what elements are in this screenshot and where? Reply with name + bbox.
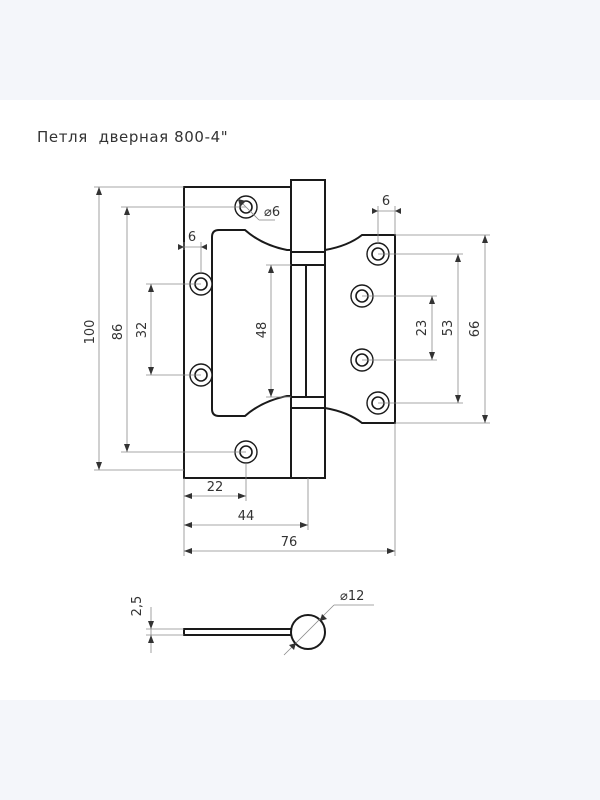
dim-spacing-right-inner: 23 <box>415 320 430 337</box>
dim-cutout-height: 48 <box>255 322 270 339</box>
dim-knuckle-diameter: ⌀12 <box>340 589 364 604</box>
dim-hole-diameter: ⌀6 <box>264 205 280 220</box>
hinge-drawing: 100 86 32 48 6 ⌀6 6 23 53 66 22 44 76 2,… <box>83 179 490 656</box>
dim-hole-offset-left: 6 <box>188 230 196 245</box>
dim-height-total: 100 <box>83 320 98 345</box>
dimension-lines <box>94 186 490 556</box>
dim-hole-spacing-left: 32 <box>135 322 150 339</box>
left-leaf-cutout <box>211 229 297 417</box>
dim-holes-outer: 86 <box>111 324 126 341</box>
knuckle-barrel <box>290 179 326 479</box>
drawing-sheet: Петля дверная 800-4" <box>0 100 600 700</box>
dim-width-to-hole: 22 <box>207 480 224 495</box>
profile-knuckle <box>290 614 326 650</box>
profile-plate <box>183 628 293 636</box>
dim-plate-height-right: 66 <box>468 321 483 338</box>
drawing-title: Петля дверная 800-4" <box>37 128 229 146</box>
dim-thickness: 2,5 <box>130 596 145 617</box>
dim-hole-offset-right: 6 <box>382 194 390 209</box>
dim-width-to-knuckle: 44 <box>238 509 255 524</box>
dimension-arrows <box>96 187 488 554</box>
side-profile: 2,5 ⌀12 <box>130 589 374 656</box>
dim-width-total: 76 <box>281 535 298 550</box>
dim-spacing-right-mid: 53 <box>441 320 456 337</box>
